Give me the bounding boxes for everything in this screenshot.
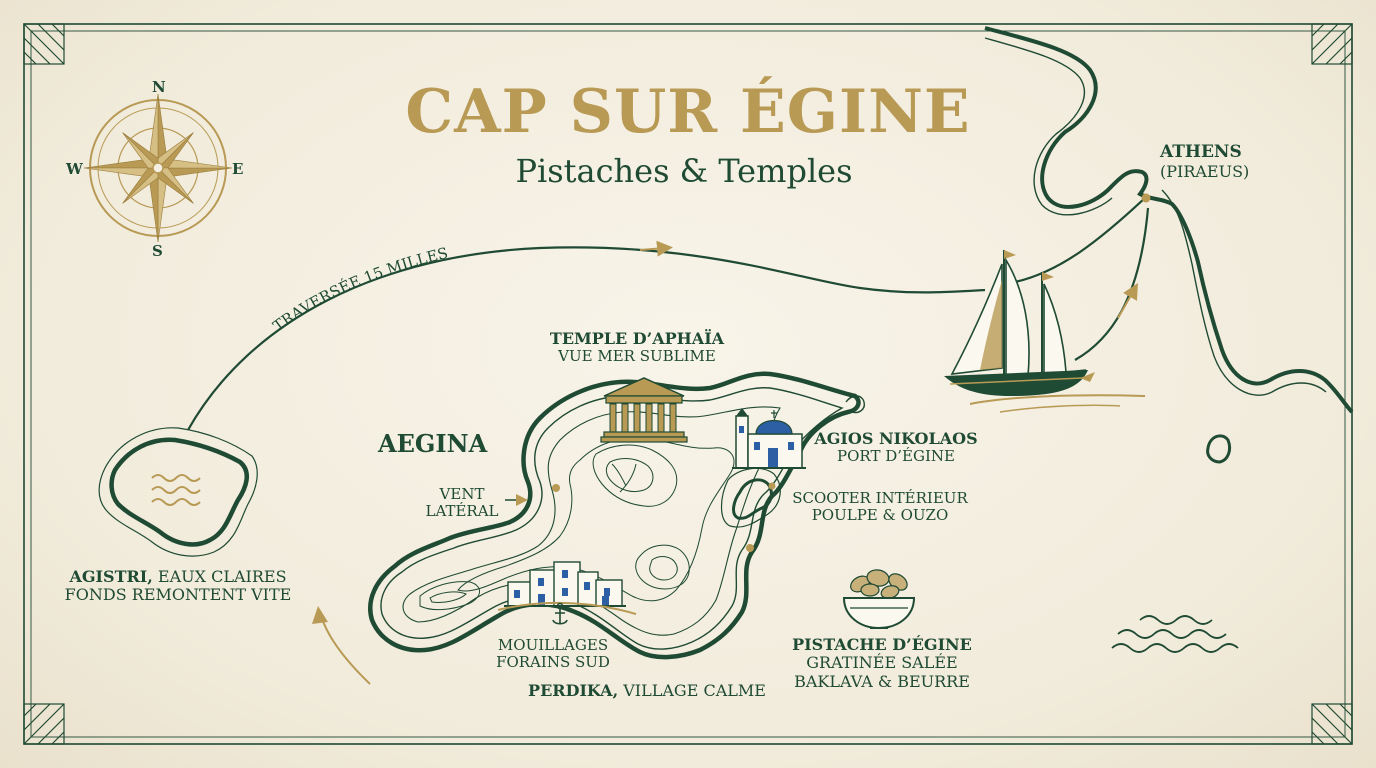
temple-name: TEMPLE D’APHAÏA — [549, 329, 725, 348]
attica-coastline — [984, 26, 1354, 464]
agios-nikolaos-name: AGIOS NIKOLAOS — [814, 429, 978, 448]
wind-line1: VENT — [439, 485, 485, 503]
perdika-label: PERDIKA, VILLAGE CALME — [528, 681, 766, 700]
route-arrows — [312, 240, 1138, 685]
pistachio-line2: BAKLAVA & BEURRE — [794, 671, 970, 691]
anchor-icon — [552, 602, 568, 625]
aegina-label: AEGINA — [378, 429, 488, 458]
corner-ornament-br — [1311, 703, 1353, 745]
athens-port-dot — [1141, 193, 1151, 203]
church-icon — [732, 408, 806, 469]
frame-corners — [23, 23, 1353, 745]
agistri-line2: FONDS REMONTENT VITE — [64, 585, 292, 605]
wind-label: VENT LATÉRAL — [425, 485, 499, 521]
temple-sub: VUE MER SUBLIME — [558, 347, 716, 366]
agios-nikolaos-label: AGIOS NIKOLAOS PORT D’ÉGINE — [814, 429, 978, 466]
athens-label: ATHENS (PIRAEUS) — [1160, 142, 1250, 181]
compass-east-label: E — [232, 160, 244, 178]
route-distance-label: TRAVERSÉE 15 MILLES — [270, 244, 450, 335]
scooter-label: SCOOTER INTÉRIEUR POULPE & OUZO — [792, 489, 968, 525]
anchorage-line1: MOUILLAGES — [497, 636, 609, 654]
corner-ornament-bl — [23, 703, 65, 745]
agios-nikolaos-sub: PORT D’ÉGINE — [837, 447, 955, 466]
greek-temple-icon — [600, 377, 688, 443]
pistachio-line1: GRATINÉE SALÉE — [806, 653, 958, 673]
sailboat-icon — [944, 250, 1146, 413]
pistachio-bowl-icon — [842, 569, 916, 630]
village-houses-icon — [497, 561, 637, 615]
compass-south-label: S — [152, 242, 163, 260]
compass-west-label: W — [66, 160, 83, 178]
agistri-island — [98, 427, 258, 557]
wave-icon — [1111, 615, 1239, 653]
frame-border — [23, 23, 1353, 745]
agistri-label: AGISTRI, EAUX CLAIRES FONDS REMONTENT VI… — [64, 567, 292, 605]
scooter-line2: POULPE & OUZO — [811, 506, 949, 525]
perdika-desc: VILLAGE CALME — [618, 681, 766, 700]
map-subtitle: Pistaches & Temples — [515, 152, 853, 190]
wind-line2: LATÉRAL — [425, 502, 499, 521]
anchorage-line2: FORAINS SUD — [496, 653, 610, 672]
agistri-name: AGISTRI, — [69, 567, 153, 586]
compass-north-label: N — [152, 78, 166, 96]
pistachio-label: PISTACHE D’ÉGINE GRATINÉE SALÉE BAKLAVA … — [792, 635, 972, 691]
corner-ornament-tl — [23, 23, 65, 65]
pistachio-name: PISTACHE D’ÉGINE — [792, 635, 972, 654]
map-title: CAP SUR ÉGINE — [405, 77, 971, 147]
scooter-line1: SCOOTER INTÉRIEUR — [792, 489, 968, 507]
anchorage-label: MOUILLAGES FORAINS SUD — [496, 636, 610, 672]
corner-ornament-tr — [1311, 23, 1353, 65]
aegina-island — [368, 371, 866, 660]
perdika-name: PERDIKA, — [528, 681, 619, 700]
athens-name: ATHENS — [1160, 142, 1242, 162]
agistri-water-pattern — [151, 474, 201, 506]
agistri-desc: EAUX CLAIRES — [152, 567, 287, 586]
compass-rose-icon — [83, 93, 233, 243]
temple-label: TEMPLE D’APHAÏA VUE MER SUBLIME — [549, 329, 725, 366]
athens-sub: (PIRAEUS) — [1160, 161, 1250, 181]
